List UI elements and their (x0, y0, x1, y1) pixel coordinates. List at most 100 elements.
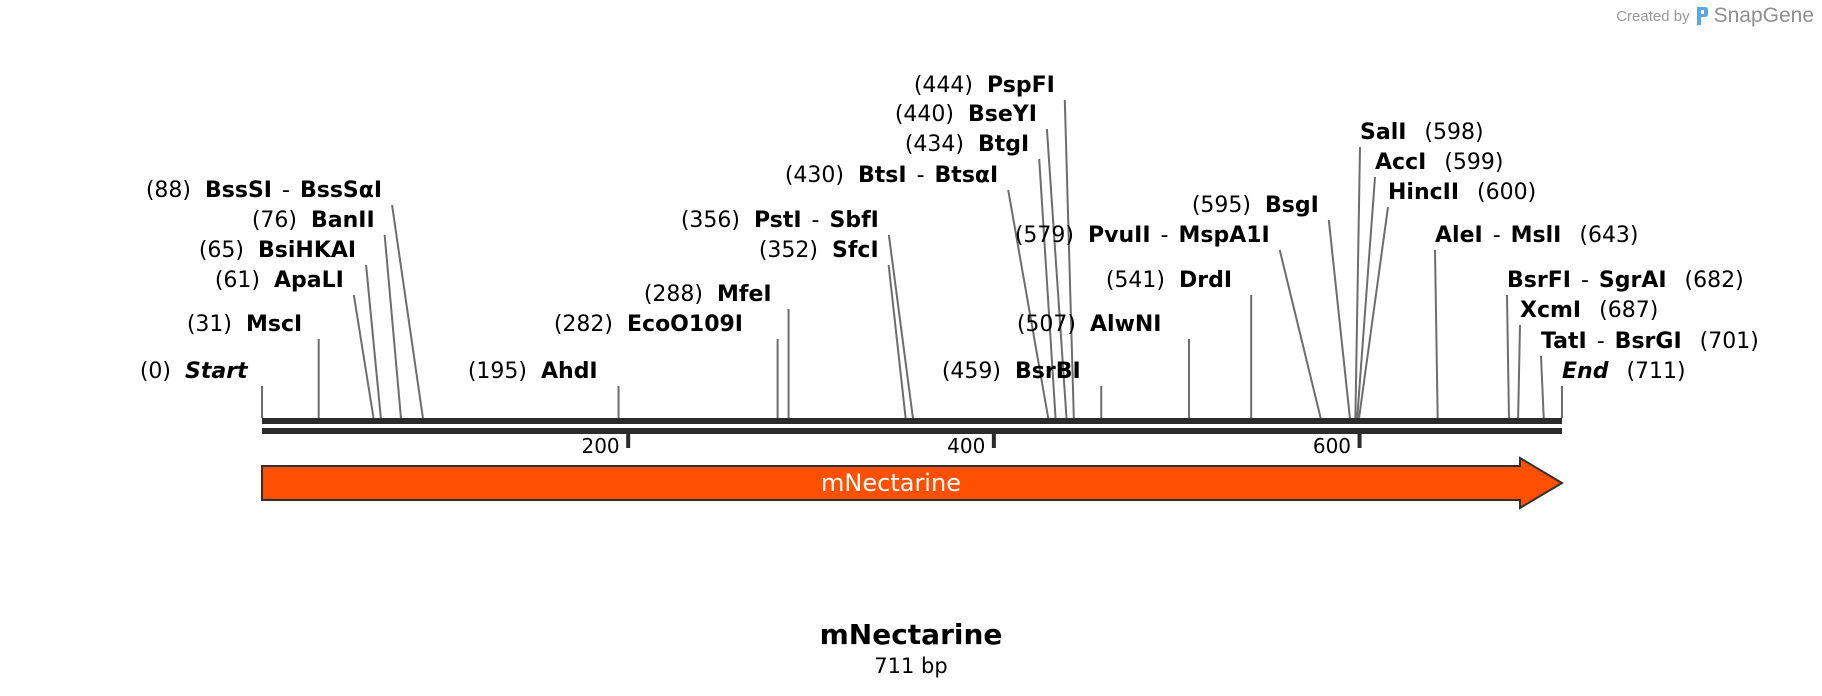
site-sali[interactable]: SalI(598) (1360, 120, 1484, 145)
site-position: (598) (1424, 120, 1483, 145)
site-bsrfi[interactable]: BsrFI-SgrAI(682) (1507, 268, 1744, 293)
site-ahdi[interactable]: AhdI (195) (468, 359, 598, 384)
site-name: BtgI (978, 132, 1029, 157)
site-bsrbi[interactable]: BsrBI (459) (942, 359, 1081, 384)
site-hincii[interactable]: HincII(600) (1388, 180, 1536, 205)
site-isoschizomer: MslI (1511, 223, 1562, 248)
site-name: BsiHKAI (258, 238, 356, 263)
site-mfei[interactable]: MfeI (288) (644, 282, 772, 307)
ruler-tick (626, 432, 631, 448)
cut-line-pspfi (1063, 99, 1075, 419)
site-name: PstI (754, 208, 802, 233)
site-name: BsrBI (1015, 359, 1081, 384)
sequence-name: mNectarine (819, 618, 1003, 651)
site-position: (440) (895, 102, 954, 127)
site-name: AccI (1375, 150, 1426, 175)
site-name: BseYI (968, 102, 1037, 127)
site-xcmi[interactable]: XcmI (687) (1520, 298, 1658, 323)
site-separator: - (917, 163, 925, 188)
site-pspfi[interactable]: PspFI (444) (914, 73, 1055, 98)
site-pvuii[interactable]: PvuII-MspA1I(579) (1015, 223, 1270, 248)
site-position: (31) (187, 312, 232, 337)
site-sfci[interactable]: SfcI(352) (759, 238, 879, 263)
site-alei[interactable]: AleI-MslI(643) (1435, 223, 1639, 248)
site-position: (687) (1599, 298, 1658, 323)
credit-brand: SnapGene (1713, 4, 1814, 27)
site-apali[interactable]: ApaLI(61) (215, 268, 344, 293)
site-position: (352) (759, 238, 818, 263)
cut-line-btgi (1038, 158, 1057, 419)
cut-line-btsi (1007, 189, 1050, 419)
site-name: AhdI (541, 359, 598, 384)
cut-line-bsssi (391, 204, 424, 419)
site-btsi[interactable]: BtsI-BtsαI (430) (785, 163, 998, 188)
site-acci[interactable]: AccI(599) (1375, 150, 1503, 175)
site-name: BanII (311, 208, 375, 233)
feature-label: mNectarine (821, 469, 961, 497)
credit-prefix: Created by (1616, 7, 1690, 25)
cut-line-banii (383, 234, 402, 419)
site-position: (459) (942, 359, 1001, 384)
site-position: (682) (1685, 268, 1744, 293)
cut-line-xcmi (1517, 324, 1521, 419)
site-name: TatI (1541, 329, 1587, 354)
ruler-tick (1357, 432, 1362, 448)
site-ecoo109i[interactable]: EcoO109I(282) (554, 312, 743, 337)
site-name: BssSI (205, 178, 272, 203)
site-drdi[interactable]: DrdI(541) (1106, 268, 1232, 293)
site-name: XcmI (1520, 298, 1581, 323)
site-isoschizomer: BtsαI (935, 163, 999, 188)
site-tati[interactable]: TatI-BsrGI(701) (1541, 329, 1759, 354)
site-name: DrdI (1179, 268, 1232, 293)
site-bsihkai[interactable]: BsiHKAI(65) (199, 238, 356, 263)
site-position: (195) (468, 359, 527, 384)
ruler-tick (991, 432, 996, 448)
site-name: PspFI (987, 73, 1055, 98)
ruler-tick-label: 400 (947, 434, 985, 458)
cut-lines (261, 99, 1563, 419)
site-bseyi[interactable]: BseYI (440) (895, 102, 1037, 127)
cut-line-sfci (887, 264, 907, 419)
site-position: (595) (1192, 193, 1251, 218)
site-msci[interactable]: MscI(31) (187, 312, 302, 337)
site-name: BtsI (858, 163, 907, 188)
cut-line-alei (1434, 249, 1439, 419)
feature-arrow[interactable]: mNectarine (261, 456, 1564, 510)
site-bsssi[interactable]: BssSI-BssSαI(88) (146, 178, 382, 203)
site-position: (444) (914, 73, 973, 98)
snapgene-logo-icon (1696, 7, 1708, 25)
site-position: (288) (644, 282, 703, 307)
site-position: (507) (1017, 312, 1076, 337)
ruler-tick-label: 200 (581, 434, 619, 458)
site-position: (643) (1579, 223, 1638, 248)
site-isoschizomer: BsrGI (1615, 329, 1682, 354)
site-position: (600) (1477, 180, 1536, 205)
feature-mnectarine-arrow (261, 456, 1564, 510)
site-end[interactable]: End(711) (1562, 359, 1686, 384)
cut-line-bseyi (1045, 128, 1068, 419)
snapgene-credit: Created by SnapGene (1616, 4, 1814, 28)
site-btgi[interactable]: BtgI(434) (905, 132, 1029, 157)
site-isoschizomer: MspA1I (1178, 223, 1269, 248)
site-separator: - (812, 208, 820, 233)
site-name: MfeI (717, 282, 772, 307)
cut-line-sali (1354, 146, 1361, 419)
site-separator: - (282, 178, 290, 203)
site-psti[interactable]: PstI-SbfI(356) (681, 208, 879, 233)
site-position: (282) (554, 312, 613, 337)
sequence-length: 711 bp (874, 654, 948, 678)
site-position: (701) (1700, 329, 1759, 354)
site-name: Start (185, 359, 249, 384)
site-name: BsrFI (1507, 268, 1571, 293)
site-position: (0) (140, 359, 171, 384)
site-banii[interactable]: BanII(76) (252, 208, 375, 233)
cut-line-pvuii (1278, 249, 1322, 419)
site-start[interactable]: Start (0) (140, 359, 249, 384)
cut-line-tati (1540, 355, 1545, 419)
site-bsgi[interactable]: BsgI(595) (1192, 193, 1319, 218)
site-alwni[interactable]: AlwNI(507) (1017, 312, 1162, 337)
backbone-bottom-strand (262, 428, 1562, 434)
site-isoschizomer: SgrAI (1599, 268, 1667, 293)
site-position: (430) (785, 163, 844, 188)
